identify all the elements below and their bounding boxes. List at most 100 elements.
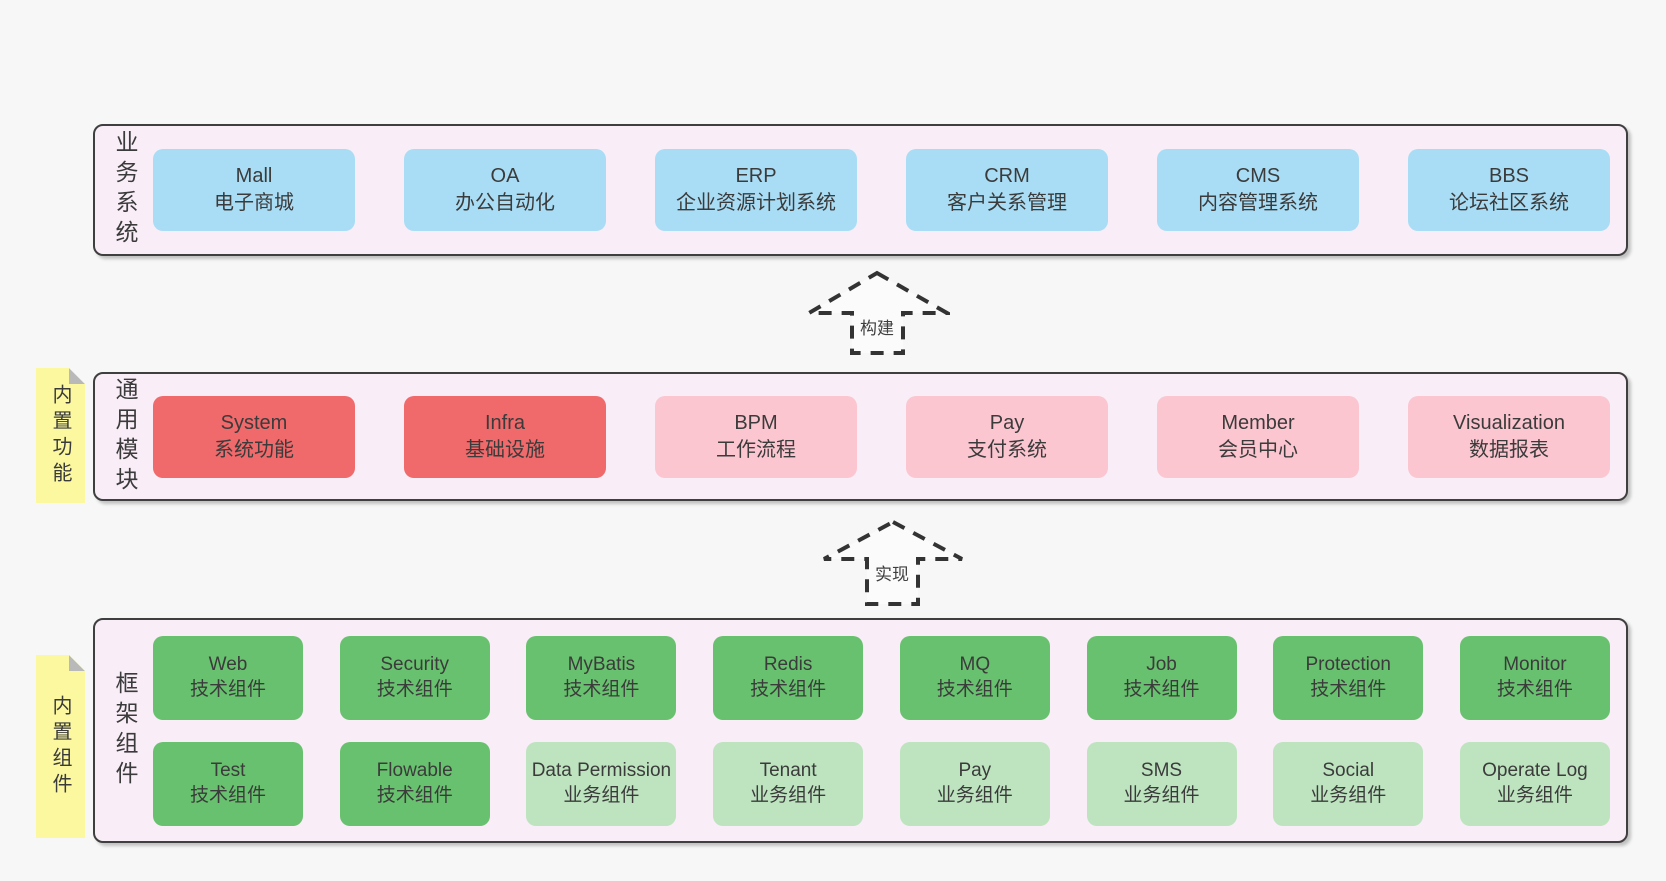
box-desc: 客户关系管理 [947,192,1067,214]
box-system: System 系统功能 [153,395,355,478]
sticky-note-builtin-components: 内置组件 [36,655,85,838]
box-desc: 业务组件 [750,784,827,806]
box-name: Pay [958,759,992,781]
box-desc: 基础设施 [465,438,545,461]
components-row-2: Test 技术组件 Flowable 技术组件 Data Permission … [153,741,1610,826]
band-common-modules: 通用模块 System 系统功能 Infra 基础设施 BPM 工作流程 Pay… [93,372,1628,501]
box-monitor: Monitor 技术组件 [1459,635,1610,720]
box-bbs: BBS 论坛社区系统 [1408,149,1610,231]
box-mq: MQ 技术组件 [899,635,1050,720]
box-mall: Mall 电子商城 [153,149,355,231]
box-desc: 工作流程 [716,438,796,461]
box-sms: SMS 业务组件 [1086,741,1237,826]
box-desc: 办公自动化 [455,192,555,214]
box-name: MyBatis [567,653,636,675]
box-security: Security 技术组件 [339,635,490,720]
band-label-business-systems: 业务系统 [112,130,138,250]
box-name: BPM [734,411,778,434]
sticky-note-builtin-features: 内置功能 [36,368,85,503]
box-desc: 电子商城 [214,192,294,214]
box-desc: 技术组件 [750,678,827,700]
box-name: ERP [735,165,777,187]
box-name: CMS [1235,165,1281,187]
arrow-build-label: 构建 [857,314,897,339]
box-desc: 技术组件 [936,678,1013,700]
box-name: Mall [235,165,273,187]
box-desc: 系统功能 [214,438,294,461]
box-crm: CRM 客户关系管理 [906,149,1108,231]
components-row-1: Web 技术组件 Security 技术组件 MyBatis 技术组件 Redi… [153,635,1610,720]
box-pay-component: Pay 业务组件 [899,741,1050,826]
box-job: Job 技术组件 [1086,635,1237,720]
box-desc: 技术组件 [1496,678,1573,700]
box-name: Social [1322,759,1375,781]
band-components-content: Web 技术组件 Security 技术组件 MyBatis 技术组件 Redi… [153,620,1610,841]
box-social: Social 业务组件 [1273,741,1424,826]
box-name: SMS [1140,759,1183,781]
box-web: Web 技术组件 [153,635,303,720]
box-desc: 业务组件 [1310,784,1387,806]
folded-corner-icon [69,368,85,384]
box-name: CRM [984,165,1030,187]
box-desc: 业务组件 [1496,784,1573,806]
box-operate-log: Operate Log 业务组件 [1459,741,1610,826]
arrow-up-dashed-icon [806,270,950,355]
box-name: Protection [1305,653,1391,675]
box-desc: 支付系统 [967,438,1047,461]
box-desc: 会员中心 [1218,438,1298,461]
box-erp: ERP 企业资源计划系统 [655,149,857,231]
box-name: Pay [989,411,1025,434]
arrow-implement: 实现 [821,519,965,606]
box-name: MQ [959,653,991,675]
band-business-content: Mall 电子商城 OA 办公自动化 ERP 企业资源计划系统 CRM 客户关系… [153,126,1610,254]
box-flowable: Flowable 技术组件 [339,741,490,826]
box-member: Member 会员中心 [1157,395,1359,478]
box-redis: Redis 技术组件 [713,635,864,720]
box-name: Test [210,759,246,781]
band-label-framework-components: 框架组件 [112,670,138,791]
box-desc: 技术组件 [189,678,266,700]
box-name: Data Permission [531,759,672,781]
band-business-systems: 业务系统 Mall 电子商城 OA 办公自动化 ERP 企业资源计划系统 CRM… [93,124,1628,256]
box-desc: 技术组件 [563,678,640,700]
box-desc: 技术组件 [1310,678,1387,700]
box-tenant: Tenant 业务组件 [713,741,864,826]
box-protection: Protection 技术组件 [1273,635,1424,720]
box-name: Flowable [376,759,453,781]
folded-corner-icon [69,655,85,671]
box-visualization: Visualization 数据报表 [1408,395,1610,478]
box-name: Monitor [1503,653,1567,675]
box-desc: 论坛社区系统 [1449,192,1569,214]
box-pay-module: Pay 支付系统 [906,395,1108,478]
box-name: Infra [484,411,526,434]
box-name: Operate Log [1482,759,1588,781]
box-name: Member [1221,411,1295,434]
band-framework-components: 框架组件 Web 技术组件 Security 技术组件 MyBatis 技术组件… [93,618,1628,843]
box-name: Redis [763,653,813,675]
box-desc: 技术组件 [376,678,453,700]
arrow-build: 构建 [806,270,950,357]
box-desc: 企业资源计划系统 [676,192,836,214]
box-desc: 技术组件 [1123,678,1200,700]
box-desc: 技术组件 [376,784,453,806]
box-name: Web [208,653,248,675]
band-modules-content: System 系统功能 Infra 基础设施 BPM 工作流程 Pay 支付系统… [153,374,1610,499]
box-data-permission: Data Permission 业务组件 [526,741,677,826]
box-name: Tenant [759,759,817,781]
box-bpm: BPM 工作流程 [655,395,857,478]
box-desc: 技术组件 [189,784,266,806]
box-desc: 内容管理系统 [1198,192,1318,214]
box-desc: 数据报表 [1469,438,1549,461]
box-desc: 业务组件 [563,784,640,806]
box-name: Visualization [1453,411,1565,434]
arrow-implement-label: 实现 [872,560,912,585]
box-cms: CMS 内容管理系统 [1157,149,1359,231]
box-desc: 业务组件 [936,784,1013,806]
box-infra: Infra 基础设施 [404,395,606,478]
box-name: System [220,411,288,434]
box-name: Job [1146,653,1177,675]
box-oa: OA 办公自动化 [404,149,606,231]
sticky-builtin-features-label: 内置功能 [49,383,71,488]
box-desc: 业务组件 [1123,784,1200,806]
